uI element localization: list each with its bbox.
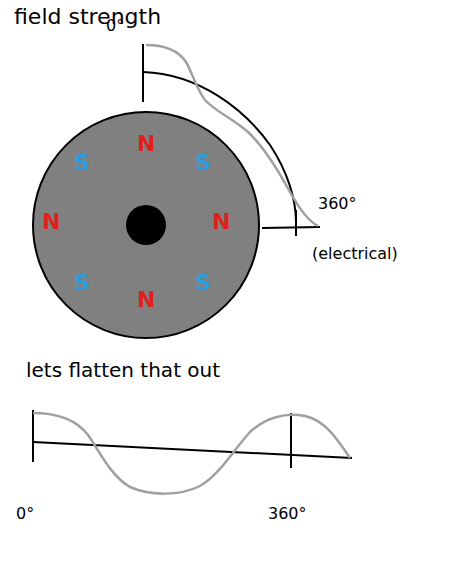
- angle-label: 0°: [106, 18, 124, 34]
- bottom-axes: [33, 410, 352, 468]
- top-axes: [143, 44, 320, 236]
- angle-label: 360°: [318, 196, 357, 212]
- pole-label: S: [195, 272, 211, 294]
- pole-label: S: [195, 152, 211, 174]
- shaft: [126, 205, 166, 245]
- pole-label: N: [212, 211, 230, 233]
- pole-label: S: [74, 152, 90, 174]
- field-curve: [146, 45, 318, 226]
- heading-text: lets flatten that out: [26, 360, 220, 380]
- note-text: (electrical): [312, 246, 398, 262]
- rotor-disc: [33, 112, 259, 338]
- pole-label: N: [137, 289, 155, 311]
- pole-label: N: [42, 211, 60, 233]
- angle-label: 360°: [268, 506, 307, 522]
- angle-label: 0°: [16, 506, 34, 522]
- flattened-curve: [33, 413, 350, 494]
- pole-label: N: [137, 133, 155, 155]
- pole-label: S: [74, 272, 90, 294]
- heading-text: field strength: [14, 6, 161, 28]
